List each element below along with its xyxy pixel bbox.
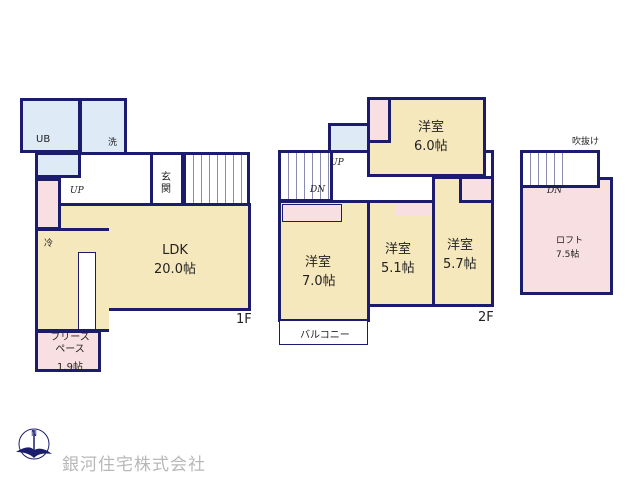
free-space [35, 330, 101, 372]
room-7-size: 7.0帖 [302, 274, 336, 289]
room-5-7-name: 洋室 [447, 238, 474, 253]
closet-room-5-7 [459, 176, 494, 203]
fridge-label: 冷 [44, 239, 54, 249]
stairs-2f [278, 150, 333, 202]
free-space-name: フリースペース [50, 332, 90, 355]
room-6-name: 洋室 [418, 120, 445, 135]
toilet-1f [35, 152, 81, 178]
toilet-2f [328, 123, 370, 153]
free-space-size: 1.9帖 [57, 362, 83, 373]
closet-room-7 [282, 204, 342, 222]
room-5-1-size: 5.1帖 [381, 261, 415, 276]
loft-size: 7.5帖 [556, 250, 580, 260]
closet-room-6 [367, 97, 391, 143]
unit-bath-label: UB [36, 134, 51, 145]
kitchen-counter [78, 252, 96, 330]
stairs-up-label-2f: UP [330, 158, 344, 168]
balcony-label: バルコニー [300, 330, 350, 341]
room-6-size: 6.0帖 [414, 139, 448, 154]
void-label: 吹抜け [572, 137, 600, 147]
stairs-up-label-1f: UP [70, 186, 84, 196]
kitchen [35, 228, 109, 332]
room-5-1-name: 洋室 [385, 242, 412, 257]
room-5-7-size: 5.7帖 [443, 257, 477, 272]
compass-icon: N [16, 428, 52, 460]
room-7-name: 洋室 [305, 255, 332, 270]
loft-stairs-down-label: DN [547, 186, 563, 196]
room-5-1 [367, 200, 435, 307]
closet-room-5-1 [396, 204, 432, 216]
stairs-down-label-2f: DN [310, 185, 326, 195]
loft-stairs [523, 153, 568, 185]
balcony [279, 320, 368, 345]
compass-north: N [31, 429, 37, 438]
loft-name: ロフト [556, 236, 584, 246]
genkan-label: 玄関 [161, 172, 171, 195]
floor-label-1f: 1F [236, 312, 252, 327]
floor-label-2f: 2F [478, 310, 494, 325]
ldk-name: LDK [162, 243, 188, 258]
stairs-1f-entrance [183, 152, 250, 207]
company-name: 銀河住宅株式会社 [62, 455, 206, 475]
unit-bath [20, 98, 81, 153]
ldk-size: 20.0帖 [154, 262, 196, 277]
washroom [79, 98, 127, 155]
washroom-label: 洗 [108, 138, 118, 148]
